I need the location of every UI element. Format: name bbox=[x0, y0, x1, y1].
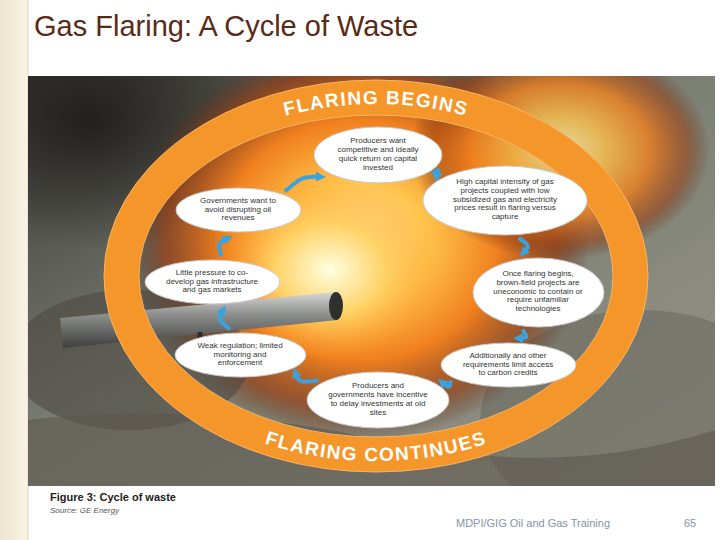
cycle-ellipse: Additionally and other requirements limi… bbox=[440, 342, 577, 388]
flare-photo bbox=[28, 76, 715, 486]
node-text-block: High capital intensity of gas projects c… bbox=[447, 178, 563, 223]
ellipse-shape bbox=[175, 333, 306, 377]
node-text-block: Producers and governments have incentive… bbox=[328, 382, 428, 418]
node-text: Producers and governments have incentive… bbox=[328, 382, 428, 418]
footer-text: MDPI/GIG Oil and Gas Training bbox=[456, 517, 610, 529]
ellipse-shape bbox=[423, 166, 587, 235]
cycle-ellipse: Producers want competitive and ideally q… bbox=[313, 126, 443, 184]
ring-label: FLARING CONTINUES bbox=[263, 427, 489, 465]
cycle-ellipse: High capital intensity of gas projects c… bbox=[422, 165, 588, 236]
node-text: Weak regulation; limited monitoring and … bbox=[194, 342, 286, 369]
node-text: Governments want to avoid disrupting oil… bbox=[194, 197, 282, 224]
node-text-block: Governments want to avoid disrupting oil… bbox=[194, 197, 282, 224]
figure-caption: Figure 3: Cycle of waste bbox=[50, 491, 176, 503]
cycle-ring bbox=[104, 80, 648, 472]
ellipse-shape bbox=[441, 343, 576, 387]
cycle-ellipse: Little pressure to co-develop gas infras… bbox=[144, 259, 281, 305]
node-text-block: Little pressure to co-develop gas infras… bbox=[165, 269, 260, 296]
ellipse-shape bbox=[473, 258, 604, 327]
ellipse-shape bbox=[307, 372, 449, 428]
node-text: Additionally and other requirements limi… bbox=[461, 352, 556, 379]
cycle-arrow bbox=[297, 376, 319, 381]
cycle-arrow bbox=[219, 240, 224, 256]
cycle-ellipse: Producers and governments have incentive… bbox=[306, 371, 450, 429]
cycle-ellipse: Weak regulation; limited monitoring and … bbox=[174, 332, 307, 378]
node-text-block: Producers want competitive and ideally q… bbox=[333, 137, 423, 173]
source-note: Source: GE Energy bbox=[50, 506, 119, 515]
cycle-ellipse: Governments want to avoid disrupting oil… bbox=[175, 187, 302, 233]
cycle-arrow bbox=[519, 238, 528, 250]
ellipse-shape bbox=[176, 188, 301, 232]
cycle-ellipse: Once flaring begins, brown-field project… bbox=[472, 257, 605, 328]
node-text: Little pressure to co-develop gas infras… bbox=[165, 269, 260, 296]
cycle-arrow bbox=[445, 380, 451, 386]
node-text-block: Additionally and other requirements limi… bbox=[461, 352, 556, 379]
cycle-arrow bbox=[432, 170, 438, 174]
ellipse-shape bbox=[314, 127, 442, 183]
ring-label: FLARING BEGINS bbox=[281, 87, 471, 120]
cycle-arrow bbox=[220, 313, 231, 329]
pipe-mouth bbox=[329, 292, 343, 320]
slide-title: Gas Flaring: A Cycle of Waste bbox=[34, 10, 418, 43]
cycle-arrow bbox=[285, 177, 317, 192]
node-text: Once flaring begins, brown-field project… bbox=[492, 270, 584, 315]
side-strip bbox=[0, 0, 28, 540]
node-text: Producers want competitive and ideally q… bbox=[333, 137, 423, 173]
node-text-block: Once flaring begins, brown-field project… bbox=[492, 270, 584, 315]
cycle-arrow bbox=[522, 330, 526, 339]
ellipse-shape bbox=[145, 260, 280, 304]
node-text: High capital intensity of gas projects c… bbox=[447, 178, 563, 223]
page-number: 65 bbox=[684, 517, 696, 529]
node-text-block: Weak regulation; limited monitoring and … bbox=[194, 342, 286, 369]
